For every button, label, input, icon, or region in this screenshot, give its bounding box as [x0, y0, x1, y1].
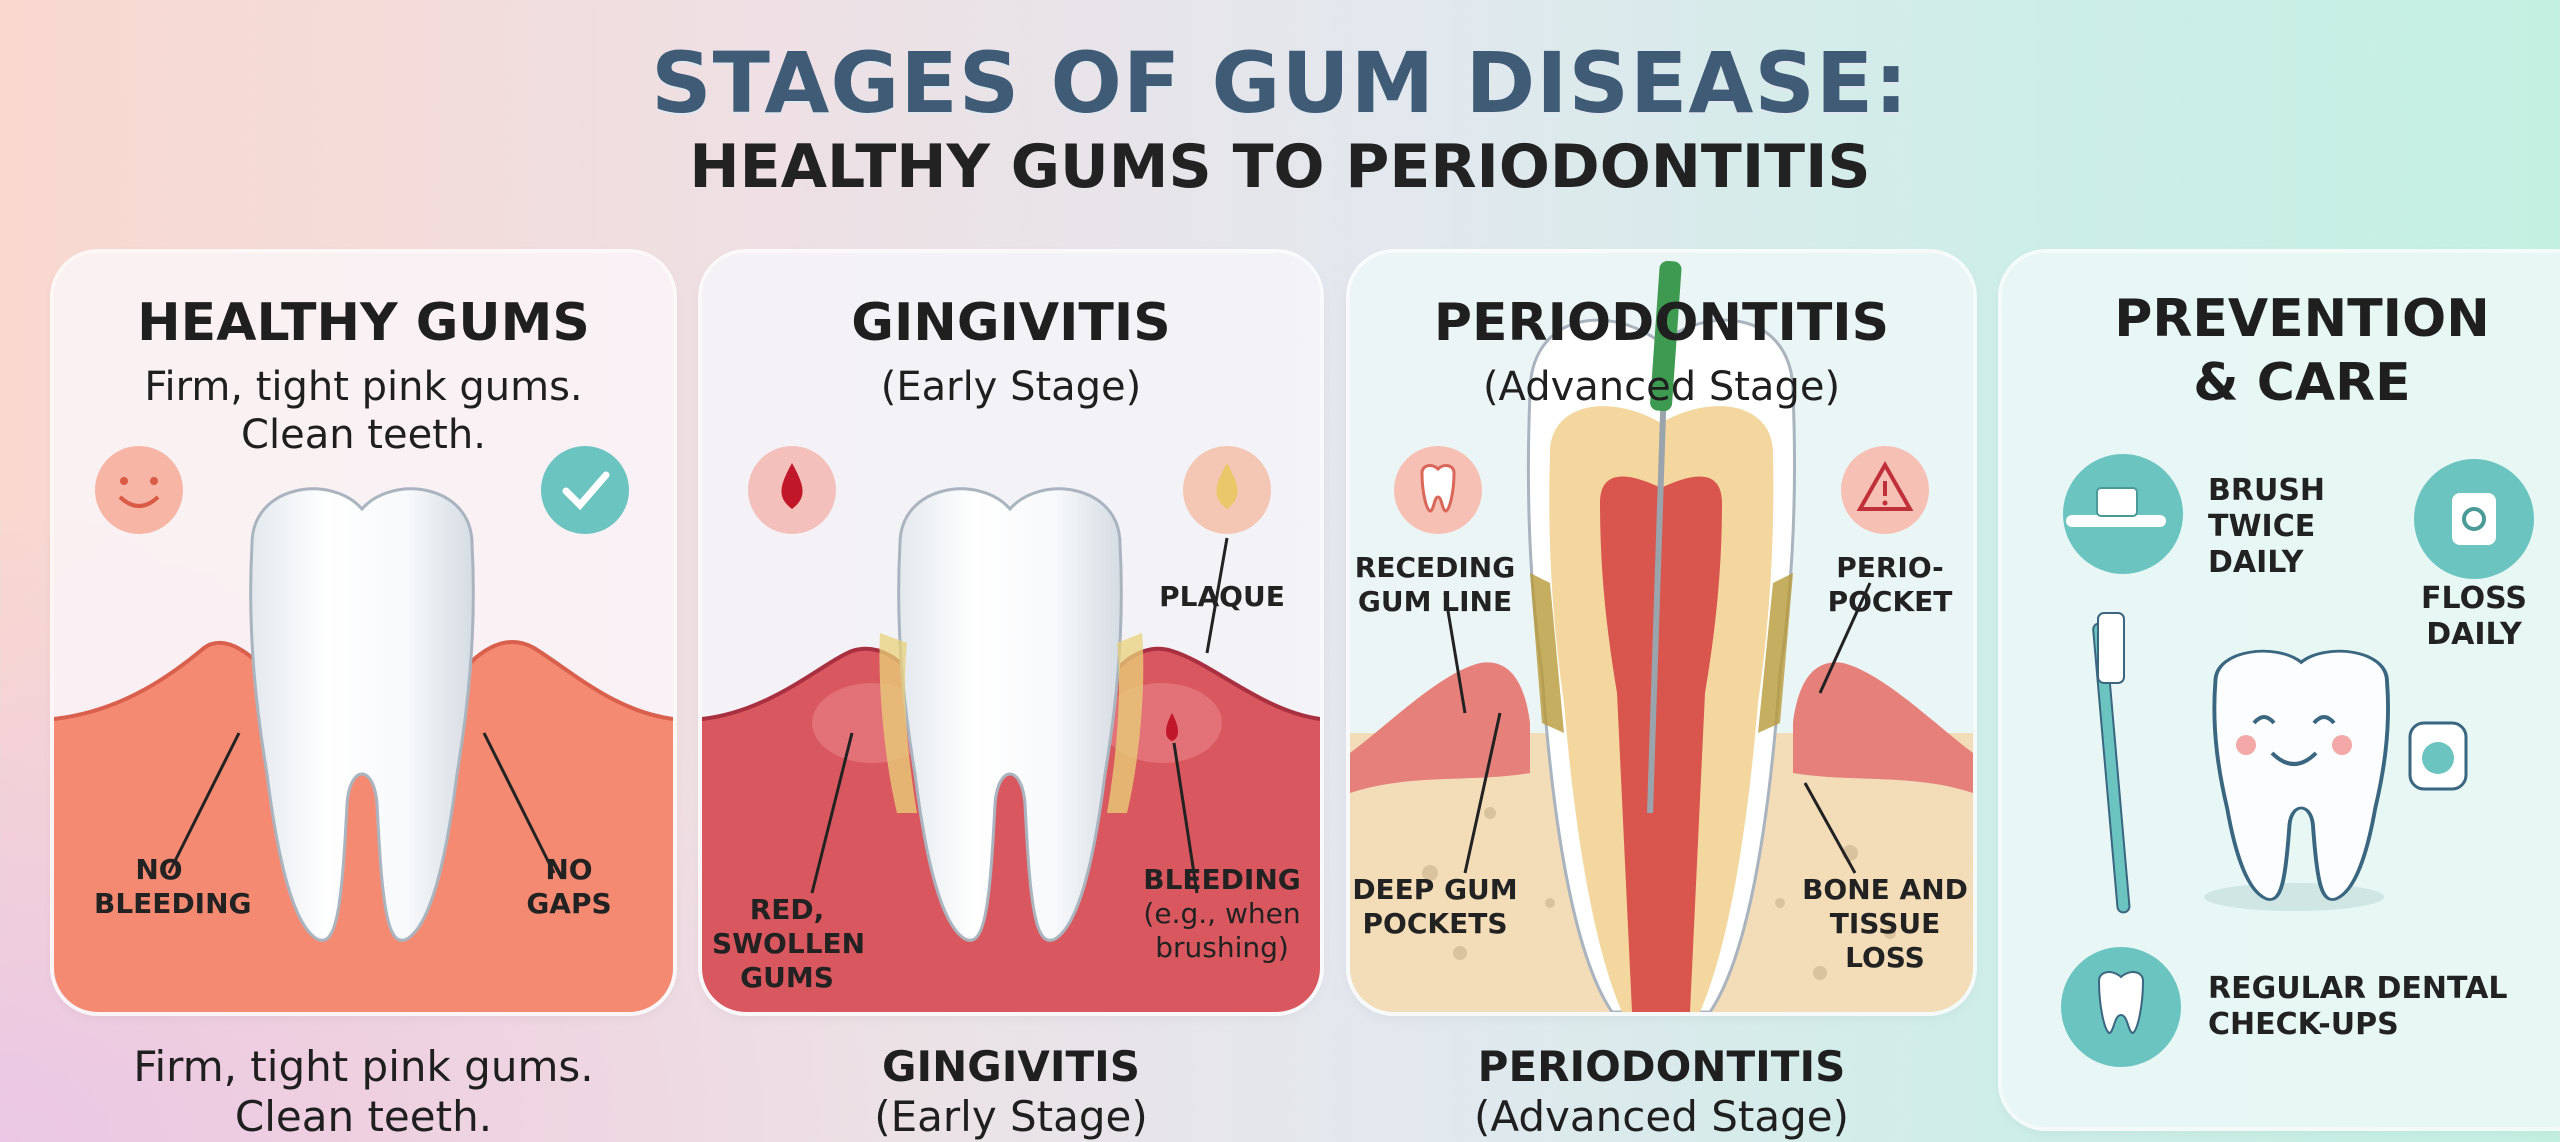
page-title: STAGES OF GUM DISEASE: [651, 34, 1909, 132]
caption-healthy: Firm, tight pink gums.Clean teeth. [133, 1042, 594, 1141]
page-subtitle: HEALTHY GUMS TO PERIODONTITIS [689, 132, 1871, 202]
tooth-icon [1394, 446, 1482, 534]
card-subtitle: (Early Stage) [880, 364, 1142, 410]
card-title: HEALTHY GUMS [137, 293, 590, 353]
caption-gingivitis: GINGIVITIS(Early Stage) [874, 1042, 1148, 1141]
card-subtitle: (Advanced Stage) [1482, 364, 1841, 410]
blood-drop-icon [748, 446, 836, 534]
caption-periodontitis: PERIODONTITIS(Advanced Stage) [1474, 1042, 1849, 1141]
card-title: GINGIVITIS [851, 293, 1171, 353]
card-gingivitis: GINGIVITIS (Early Stage) PLAQUE RED,SWOL… [702, 253, 1320, 1012]
label-no-gaps-2: GAPS [526, 887, 612, 920]
prevention-illustration [2061, 454, 2534, 1067]
card-healthy-gums: HEALTHY GUMS Firm, tight pink gums. Clea… [54, 253, 673, 1012]
floss-icon [2414, 459, 2534, 579]
card-subtitle-line: Firm, tight pink gums. [144, 364, 583, 410]
plaque-drop-icon [1183, 446, 1271, 534]
card-subtitle-line: Clean teeth. [241, 412, 486, 458]
tooth-checkup-icon [2061, 947, 2181, 1067]
label-plaque: PLAQUE [1159, 580, 1285, 613]
periodontitis-tooth-illustration [1350, 260, 1973, 1012]
warning-icon [1841, 446, 1929, 534]
label-perio-pocket: PERIO-POCKET [1827, 551, 1953, 618]
card-title: PERIODONTITIS [1433, 293, 1890, 353]
toothbrush-icon [2063, 454, 2183, 574]
gingivitis-tooth-illustration [702, 446, 1320, 1012]
smiley-icon [95, 446, 183, 534]
card-title-line: PREVENTION [2114, 289, 2490, 349]
checkmark-icon [541, 446, 629, 534]
healthy-tooth-illustration [54, 446, 673, 1012]
label-no-bleeding: NO [135, 853, 183, 886]
tooth-mascot-icon [2092, 612, 2468, 914]
dental-file-icon [1650, 260, 1682, 412]
card-title-line: & CARE [2193, 353, 2411, 413]
label-no-bleeding-2: BLEEDING [94, 887, 252, 920]
label-no-gaps: NO [545, 853, 593, 886]
